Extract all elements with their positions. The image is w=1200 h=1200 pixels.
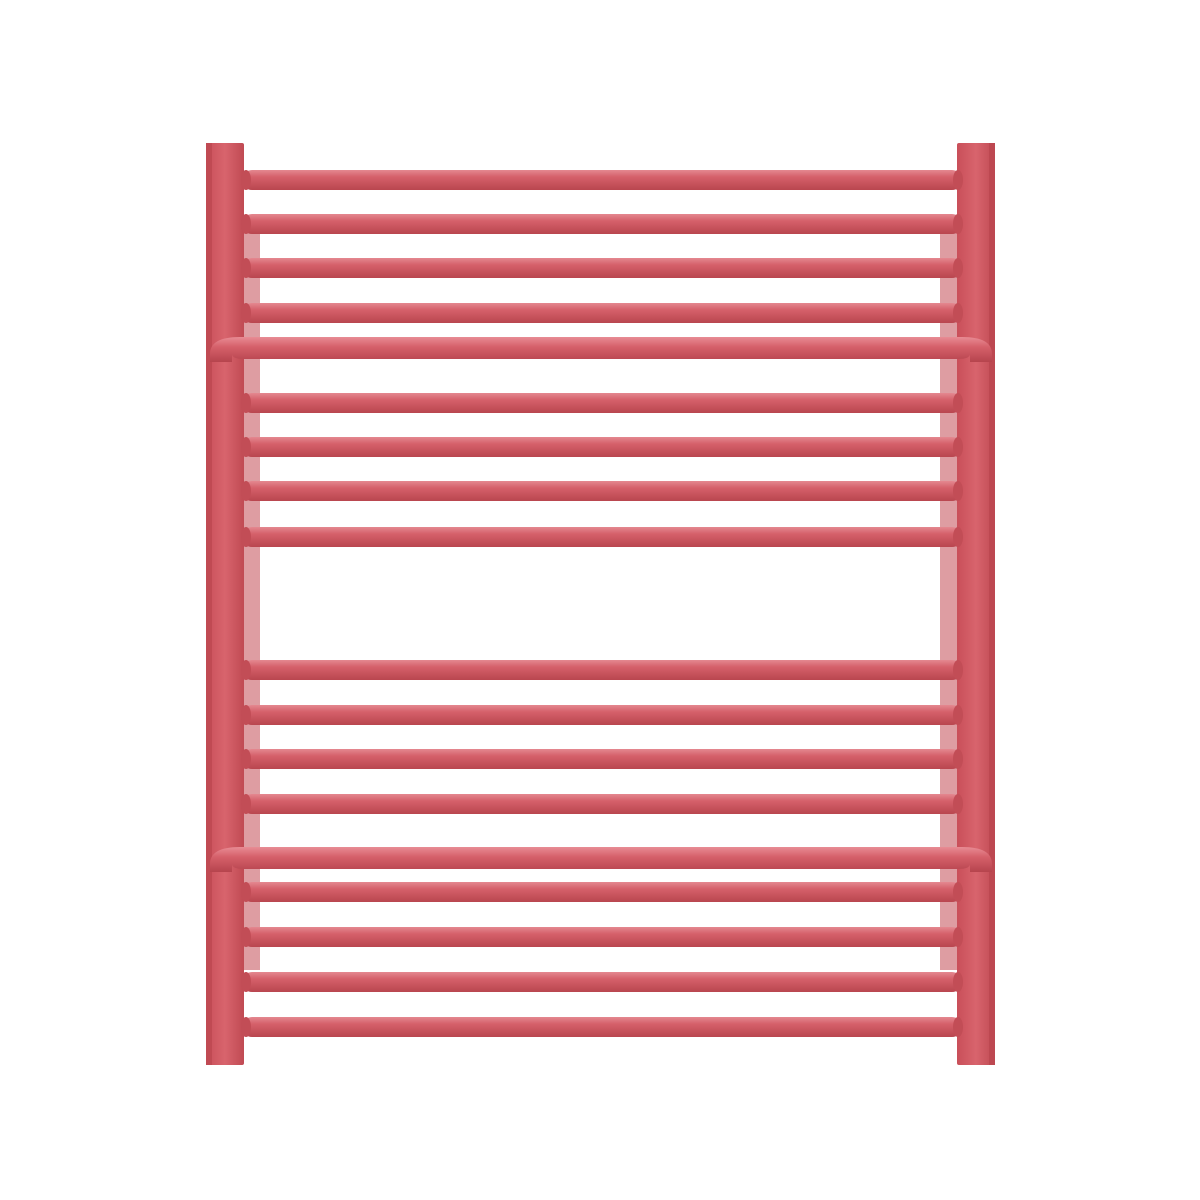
- radiator-bar: [242, 1017, 962, 1037]
- bar-left-cap: [241, 170, 251, 190]
- radiator-bar: [242, 303, 962, 323]
- radiator-bar: [242, 170, 962, 190]
- bar-right-cap: [953, 214, 963, 234]
- bar-left-cap: [241, 749, 251, 769]
- bar-right-cap: [953, 1017, 963, 1037]
- bar-right-cap: [953, 882, 963, 902]
- towel-hangers: [210, 337, 992, 872]
- bar-right-cap: [953, 170, 963, 190]
- radiator-bar: [242, 882, 962, 902]
- bar-left-cap: [241, 1017, 251, 1037]
- radiator-bar: [242, 927, 962, 947]
- bar-left-cap: [241, 705, 251, 725]
- bar-left-cap: [241, 437, 251, 457]
- bar-left-cap: [241, 303, 251, 323]
- radiator-bar: [242, 794, 962, 814]
- right-post-edge: [989, 143, 995, 1065]
- bar-right-cap: [953, 481, 963, 501]
- bar-right-cap: [953, 705, 963, 725]
- radiator-bar: [242, 749, 962, 769]
- vertical-posts: [206, 143, 995, 1065]
- radiator-bar: [242, 437, 962, 457]
- bar-right-cap: [953, 927, 963, 947]
- bar-right-cap: [953, 972, 963, 992]
- bar-left-cap: [241, 794, 251, 814]
- right-rear-shadow: [940, 230, 962, 970]
- left-post: [206, 143, 244, 1065]
- right-post: [957, 143, 995, 1065]
- bar-right-cap: [953, 527, 963, 547]
- horizontal-bars: [241, 170, 963, 1037]
- radiator-bar: [242, 527, 962, 547]
- towel-hanger-bar: [210, 847, 992, 872]
- bar-right-cap: [953, 258, 963, 278]
- bar-left-cap: [241, 527, 251, 547]
- bar-right-cap: [953, 749, 963, 769]
- bar-left-cap: [241, 481, 251, 501]
- bar-left-cap: [241, 214, 251, 234]
- bar-left-cap: [241, 972, 251, 992]
- towel-hanger-bar: [210, 337, 992, 362]
- radiator-bar: [242, 660, 962, 680]
- bar-left-cap: [241, 660, 251, 680]
- radiator-bar: [242, 258, 962, 278]
- bar-right-cap: [953, 437, 963, 457]
- bar-right-cap: [953, 794, 963, 814]
- radiator-bar: [242, 705, 962, 725]
- radiator-bar: [242, 214, 962, 234]
- bar-left-cap: [241, 258, 251, 278]
- bar-right-cap: [953, 393, 963, 413]
- bar-right-cap: [953, 303, 963, 323]
- radiator-bar: [242, 481, 962, 501]
- radiator-bar: [242, 393, 962, 413]
- bar-left-cap: [241, 882, 251, 902]
- radiator-bar: [242, 972, 962, 992]
- bar-left-cap: [241, 927, 251, 947]
- left-post-edge: [206, 143, 212, 1065]
- bar-right-cap: [953, 660, 963, 680]
- bar-left-cap: [241, 393, 251, 413]
